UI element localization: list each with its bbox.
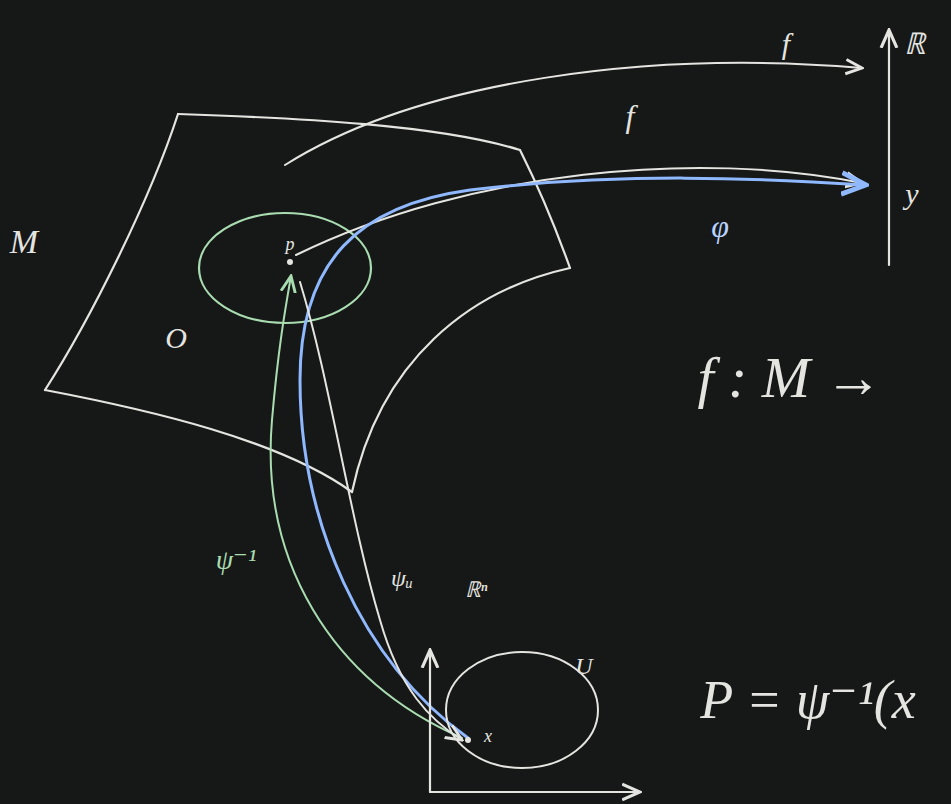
function-definition: f : M →: [694, 348, 885, 408]
coordinate-axis: [429, 650, 431, 792]
open-set-name: O: [162, 322, 190, 354]
real-axis: [888, 30, 890, 265]
space-name: ℝⁿ: [462, 578, 491, 602]
chart-name: ψᵤ: [388, 565, 416, 591]
point-name: p: [283, 234, 298, 254]
space-name: ℝ: [901, 28, 928, 60]
manifold-name: M: [7, 224, 41, 260]
manifold-edge: [45, 114, 178, 390]
map-name: f: [779, 28, 793, 60]
map-arrow: [285, 63, 862, 165]
point: [465, 737, 471, 743]
chart-domain: [446, 652, 598, 768]
inverse-chart-name: ψ⁻¹: [213, 545, 260, 575]
value-name: y: [902, 178, 921, 210]
point-name: x: [481, 726, 495, 746]
map-name: f: [623, 99, 638, 133]
manifold-edge: [178, 114, 570, 268]
composite-arrow: [300, 178, 866, 738]
coordinate-axis: [430, 791, 640, 793]
manifold-edge: [352, 268, 570, 492]
domain-name: U: [572, 653, 595, 679]
point: [287, 259, 293, 265]
chart-arrow: [300, 282, 462, 740]
inverse-chart-arrow: [271, 276, 462, 738]
point-definition: P = ψ⁻¹(x: [697, 672, 919, 728]
composite-name: φ: [708, 209, 732, 243]
manifold-edge: [45, 390, 352, 492]
